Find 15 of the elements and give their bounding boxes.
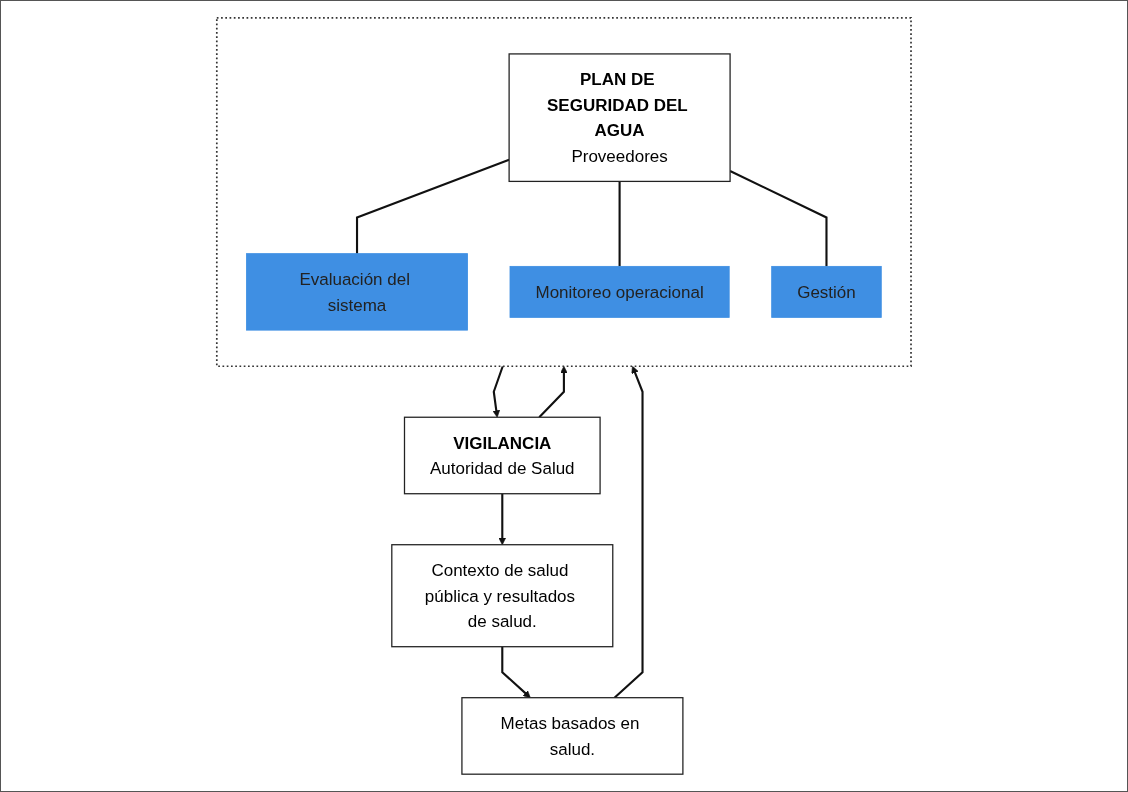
- node-box: PLAN DE SEGURIDAD DEL AGUA Proveedores: [508, 53, 731, 183]
- connector: [356, 158, 510, 254]
- arrow: [498, 493, 507, 546]
- arrow: [501, 646, 531, 699]
- node-box: VIGILANCIA Autoridad de Salud: [403, 416, 601, 495]
- arrow: [613, 365, 644, 699]
- node-box: Monitoreo operacional: [509, 265, 730, 318]
- arrow: [538, 365, 568, 418]
- node-box: Evaluación del sistema: [246, 253, 469, 331]
- node-box: Metas basados en salud.: [461, 697, 684, 775]
- node-box: Contexto de salud pública y resultados de salud.: [391, 544, 614, 648]
- node-box: Gestión: [771, 265, 882, 318]
- arrow: [492, 365, 504, 418]
- cluster: [216, 16, 912, 368]
- connector: [618, 181, 621, 267]
